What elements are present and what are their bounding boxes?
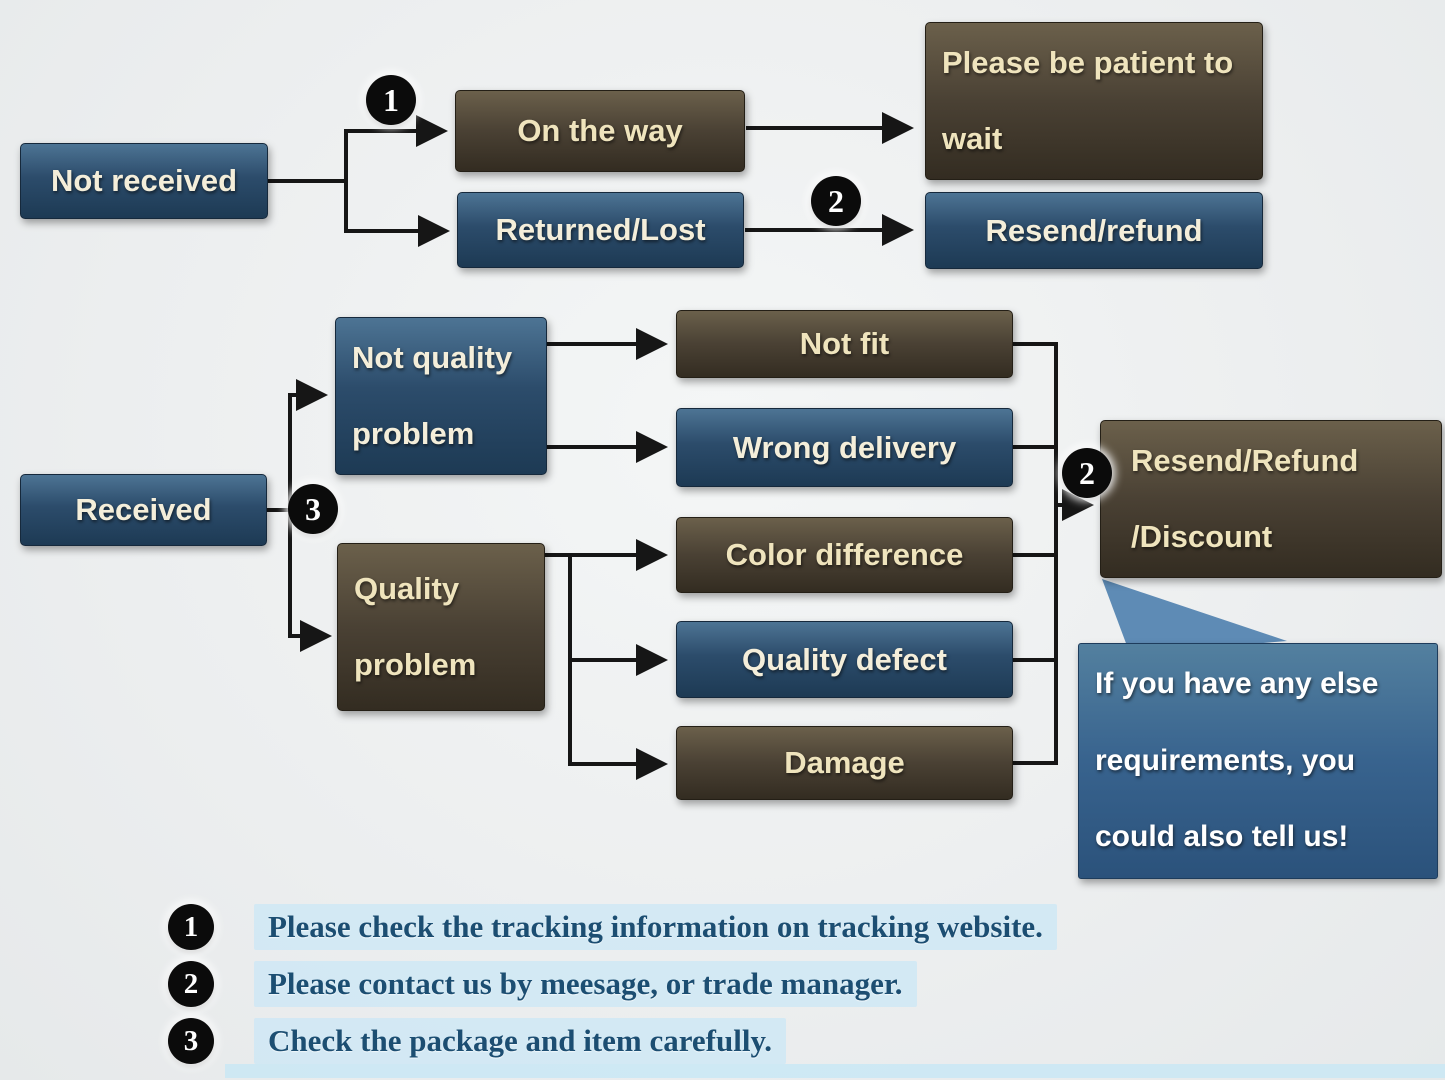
node-be-patient: Please be patient to wait [925,22,1263,180]
legend-number-1-icon: 1 [168,904,214,950]
node-wrong-delivery: Wrong delivery [676,408,1013,487]
node-quality-defect: Quality defect [676,621,1013,698]
node-not-fit: Not fit [676,310,1013,378]
bottom-highlight-strip [225,1064,1445,1078]
step-2-badge-right: 2 [1062,448,1112,498]
speech-bubble-tail [1102,579,1287,654]
node-resend-refund: Resend/refund [925,192,1263,269]
legend-item-1: 1 Please check the tracking information … [168,904,1057,950]
node-received: Received [20,474,267,546]
legend-number-3-icon: 3 [168,1018,214,1064]
legend-item-2: 2 Please contact us by meesage, or trade… [168,961,917,1007]
node-not-quality-problem: Not quality problem [335,317,547,475]
step-3-badge: 3 [288,484,338,534]
legend-text-1: Please check the tracking information on… [254,904,1057,950]
node-extra-requirements: If you have any else requirements, you c… [1078,643,1438,879]
legend-text-2: Please contact us by meesage, or trade m… [254,961,917,1007]
node-returned-lost: Returned/Lost [457,192,744,268]
node-on-the-way: On the way [455,90,745,172]
node-quality-problem: Quality problem [337,543,545,711]
bottom-flow-arrows [266,328,1094,780]
top-flow-arrows [266,112,914,247]
step-1-badge: 1 [366,75,416,125]
legend-text-3: Check the package and item carefully. [254,1018,787,1064]
node-resend-refund-discount: Resend/Refund /Discount [1100,420,1442,578]
legend-number-2-icon: 2 [168,961,214,1007]
node-color-difference: Color difference [676,517,1013,593]
legend-item-3: 3 Check the package and item carefully. [168,1018,787,1064]
step-2-badge-top: 2 [811,176,861,226]
node-damage: Damage [676,726,1013,800]
node-not-received: Not received [20,143,268,219]
